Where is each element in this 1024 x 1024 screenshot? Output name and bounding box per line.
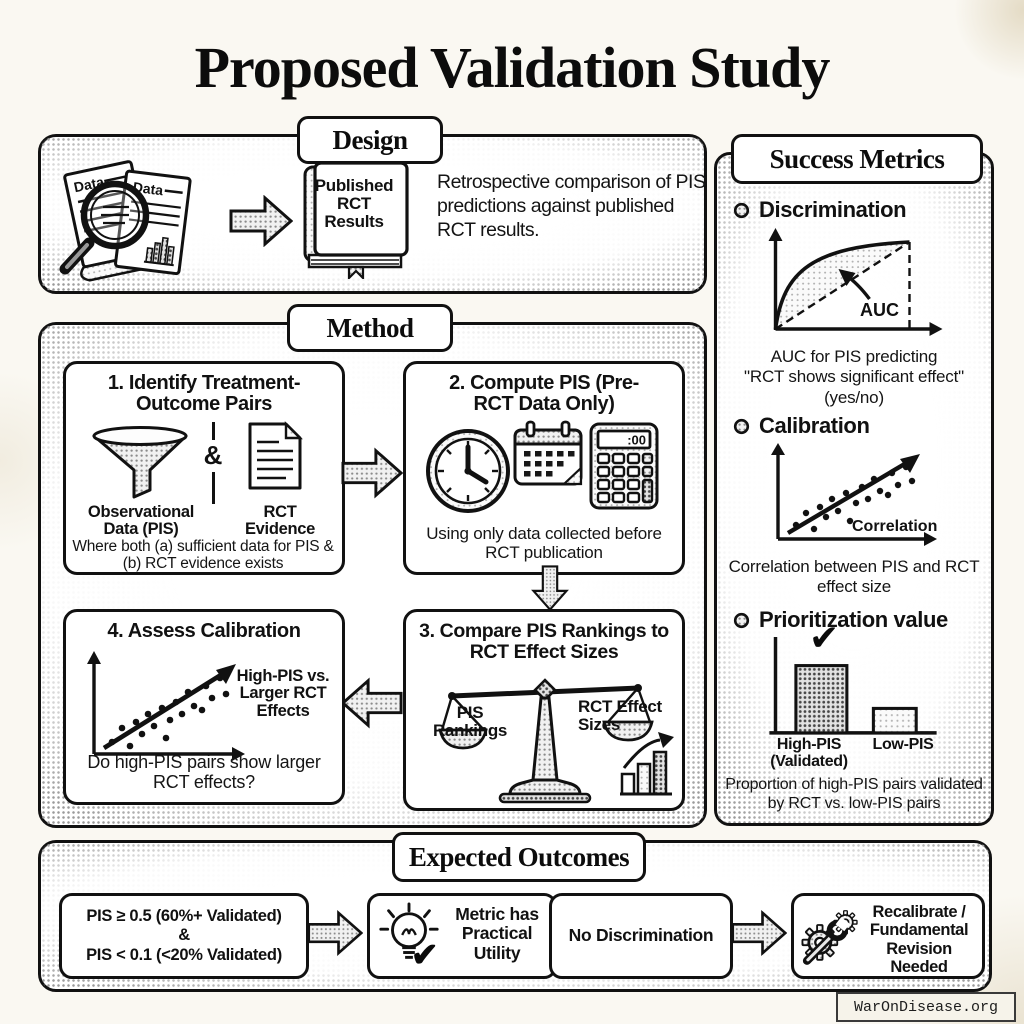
watermark: WarOnDisease.org xyxy=(836,992,1016,1022)
prioritization-caption: Proportion of high-PIS pairs validated b… xyxy=(725,776,983,813)
discrimination-item: Discrimination xyxy=(733,197,907,223)
lightbulb-icon: ✔ xyxy=(379,902,439,970)
check-icon: ✔ xyxy=(809,618,840,659)
rct-document-icon xyxy=(248,421,303,490)
low-pis-bar xyxy=(871,706,918,735)
book-label: Published RCT Results xyxy=(314,176,394,231)
bar1-label: High-PIS (Validated) xyxy=(761,736,857,771)
method-header: Method xyxy=(287,304,453,352)
divider-bottom xyxy=(212,472,215,504)
method-step4-box: 4. Assess Calibration High-PIS vs. Large… xyxy=(63,609,345,805)
discrimination-caption: AUC for PIS predicting "RCT shows signif… xyxy=(720,347,988,408)
calendar-icon xyxy=(513,420,583,486)
rising-bar-chart-icon xyxy=(620,732,674,796)
arrow-right-icon xyxy=(229,195,293,247)
scenario2-condition: No Discrimination xyxy=(568,925,714,946)
method-step3-box: 3. Compare PIS Rankings to RCT Effect Si… xyxy=(403,609,685,811)
roc-curve-icon: AUC xyxy=(768,228,943,336)
method-panel: 1. Identify Treatment-Outcome Pairs & Ob… xyxy=(38,322,707,828)
scenario1-result-box: ✔ Metric has Practical Utility xyxy=(367,893,557,979)
scenario1-condition-line2: & xyxy=(178,926,190,945)
arrow-scenario2 xyxy=(731,909,787,957)
calibration-scatter-icon xyxy=(87,651,245,761)
correlation-label: Correlation xyxy=(852,518,937,535)
discrimination-caption-line3: (yes/no) xyxy=(824,387,884,407)
discrimination-caption-line2: "RCT shows significant effect" xyxy=(744,367,964,387)
discrimination-label: Discrimination xyxy=(759,197,907,222)
step1-caption: Where both (a) sufficient data for PIS &… xyxy=(72,538,334,573)
page-title: Proposed Validation Study xyxy=(194,35,831,100)
step2-caption: Using only data collected before RCT pub… xyxy=(426,524,662,563)
step4-caption: Do high-PIS pairs show larger RCT effect… xyxy=(87,752,321,793)
scenario1-condition-box: PIS ≥ 0.5 (60%+ Validated) & PIS < 0.1 (… xyxy=(59,893,309,979)
prioritization-item: Prioritization value xyxy=(733,607,948,633)
calculator-icon: :00 xyxy=(589,422,659,510)
step3-title: 3. Compare PIS Rankings to RCT Effect Si… xyxy=(419,620,669,663)
scenario2-result-text: Recalibrate / Fundamental Revision Neede… xyxy=(869,903,969,977)
check-icon: ✔ xyxy=(411,936,439,970)
gears-wrench-icon xyxy=(801,910,858,965)
method-step2-box: 2. Compute PIS (Pre-RCT Data Only) xyxy=(403,361,685,575)
scenario1-result-text: Metric has Practical Utility xyxy=(455,904,539,963)
clock-icon xyxy=(426,429,510,513)
balance-scale-icon xyxy=(438,678,654,804)
scenario1-condition-line3: PIS < 0.1 (<20% Validated) xyxy=(86,945,282,964)
high-pis-bar xyxy=(794,664,849,735)
right-pan xyxy=(602,720,654,742)
auc-label: AUC xyxy=(860,300,899,320)
step2-title: 2. Compute PIS (Pre-RCT Data Only) xyxy=(449,372,639,416)
expected-outcomes-header: Expected Outcomes xyxy=(392,832,646,882)
calibration-label: Calibration xyxy=(759,413,870,438)
bullet-icon xyxy=(733,418,750,434)
scenario2-condition-box: No Discrimination xyxy=(549,893,733,979)
method-step1-box: 1. Identify Treatment-Outcome Pairs & Ob… xyxy=(63,361,345,575)
step1-item1-label: Observational Data (PIS) xyxy=(87,503,195,539)
funnel-icon xyxy=(92,426,188,499)
calibration-item: Calibration xyxy=(733,413,870,439)
ampersand-joiner: & xyxy=(203,440,223,470)
bar1-label-line2: (Validated) xyxy=(770,752,848,770)
design-header: Design xyxy=(297,116,443,164)
success-metrics-panel: Discrimination AUC AUC for PIS predictin… xyxy=(714,152,994,826)
bar1-label-line1: High-PIS xyxy=(776,736,842,753)
arrow-step2-step3 xyxy=(531,565,569,611)
left-pan xyxy=(438,728,488,750)
scenario1-condition-line1: PIS ≥ 0.5 (60%+ Validated) xyxy=(86,907,282,926)
published-rct-book-icon xyxy=(303,161,409,279)
prioritization-label: Prioritization value xyxy=(759,607,948,632)
discrimination-caption-line1: AUC for PIS predicting xyxy=(770,347,938,366)
step4-annotation: High-PIS vs. Larger RCT Effects xyxy=(236,667,330,720)
correlation-scatter-icon: Correlation xyxy=(771,443,937,546)
bullet-icon xyxy=(733,202,750,218)
prioritization-bars-icon xyxy=(769,637,937,735)
success-metrics-header: Success Metrics xyxy=(731,134,983,184)
step1-title: 1. Identify Treatment-Outcome Pairs xyxy=(107,372,301,416)
step3-left-pan-label: PIS Rankings xyxy=(432,703,508,740)
calculator-display: :00 xyxy=(627,433,646,448)
divider-top xyxy=(212,422,215,440)
step1-item2-label: RCT Evidence xyxy=(244,503,316,539)
bullet-icon xyxy=(733,612,750,628)
step3-right-pan-label: RCT Effect Sizes xyxy=(578,697,662,734)
bookmark-ribbon xyxy=(347,265,365,279)
step4-title: 4. Assess Calibration xyxy=(107,620,301,642)
data-documents-magnifier-icon: Data Data xyxy=(59,160,192,282)
calibration-caption: Correlation between PIS and RCT effect s… xyxy=(728,557,980,597)
arrow-step1-step2 xyxy=(341,447,403,499)
arrow-step3-step4 xyxy=(341,677,403,729)
bar2-label: Low-PIS xyxy=(872,736,934,753)
arrow-scenario1 xyxy=(307,909,363,957)
scenario2-result-box: Recalibrate / Fundamental Revision Neede… xyxy=(791,893,985,979)
design-description: Retrospective comparison of PIS predicti… xyxy=(437,171,706,241)
